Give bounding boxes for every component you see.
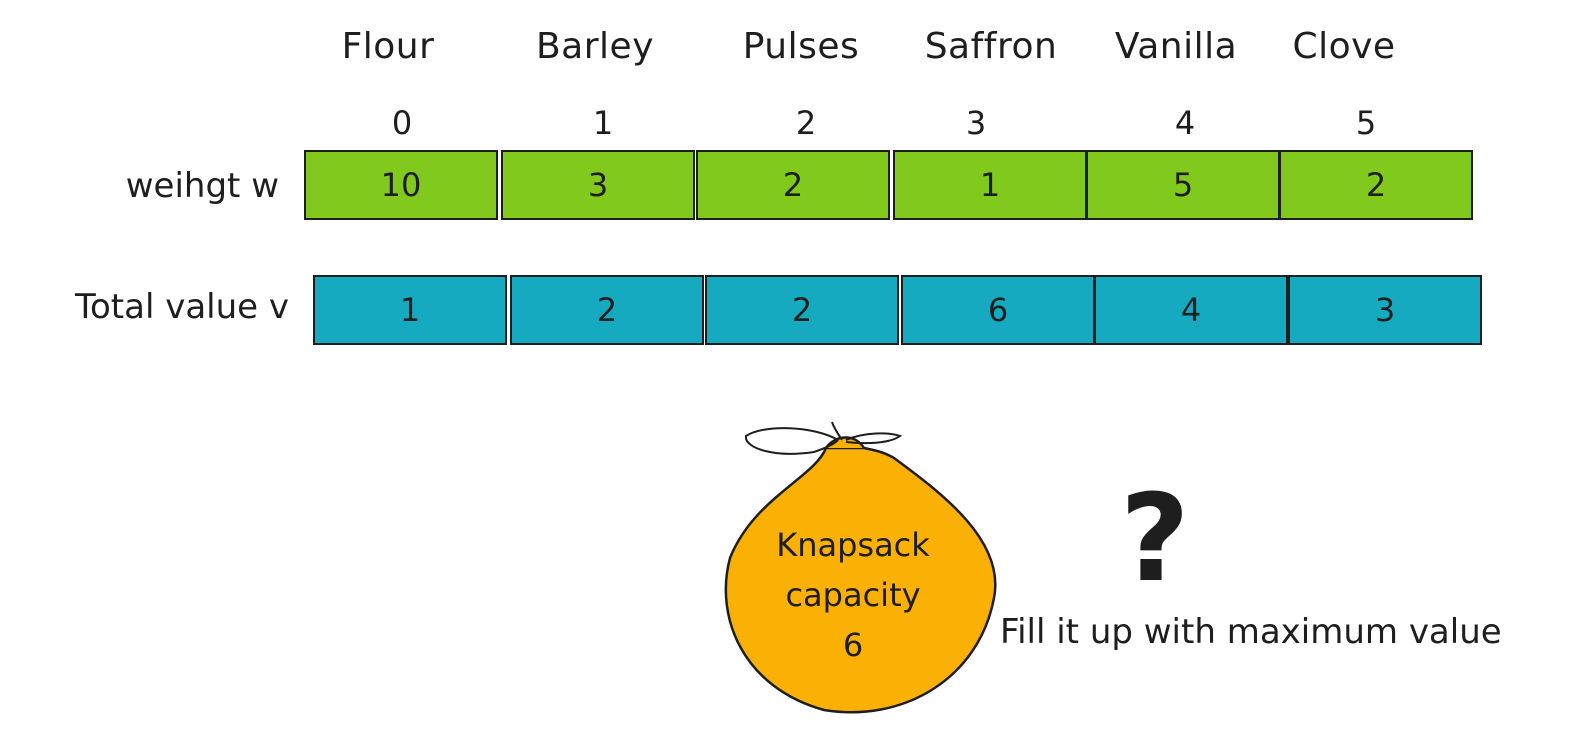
question-mark-icon: ? bbox=[1120, 470, 1190, 609]
item-index-5: 5 bbox=[1355, 104, 1377, 142]
weight-cell-0: 10 bbox=[304, 150, 498, 220]
value-cell-2: 2 bbox=[705, 275, 899, 345]
weight-row-label: weihgt w bbox=[125, 166, 279, 206]
value-cell-3: 6 bbox=[901, 275, 1095, 345]
item-index-0: 0 bbox=[391, 104, 413, 142]
item-name-barley: Barley bbox=[535, 26, 654, 67]
value-row-label: Total value v bbox=[74, 287, 289, 327]
item-name-flour: Flour bbox=[341, 26, 435, 67]
value-cell-4: 4 bbox=[1094, 275, 1288, 345]
item-name-pulses: Pulses bbox=[742, 26, 860, 67]
value-cell-0: 1 bbox=[313, 275, 507, 345]
weight-cell-2: 2 bbox=[696, 150, 890, 220]
weight-cell-1: 3 bbox=[501, 150, 695, 220]
item-index-3: 3 bbox=[965, 104, 987, 142]
weight-cell-5: 2 bbox=[1279, 150, 1473, 220]
item-name-vanilla: Vanilla bbox=[1114, 26, 1238, 67]
knapsack-bag-icon bbox=[724, 421, 997, 714]
item-index-4: 4 bbox=[1174, 104, 1196, 142]
knapsack-label-line2: capacity bbox=[785, 576, 921, 614]
value-cell-1: 2 bbox=[510, 275, 704, 345]
weight-cell-4: 5 bbox=[1086, 150, 1280, 220]
knapsack-label-line1: Knapsack bbox=[776, 526, 930, 564]
item-index-1: 1 bbox=[592, 104, 614, 142]
knapsack-tie-left bbox=[744, 427, 839, 455]
item-name-clove: Clove bbox=[1292, 26, 1396, 67]
knapsack-label: Knapsack capacity 6 bbox=[728, 520, 978, 670]
item-name-saffron: Saffron bbox=[924, 26, 1058, 67]
knapsack-tie-loose bbox=[831, 421, 843, 441]
knapsack-bag-body bbox=[724, 446, 997, 714]
knapsack-capacity-value: 6 bbox=[842, 626, 864, 664]
value-cell-5: 3 bbox=[1288, 275, 1482, 345]
weight-cell-3: 1 bbox=[893, 150, 1087, 220]
item-index-2: 2 bbox=[795, 104, 817, 142]
knapsack-tie-right bbox=[845, 432, 903, 445]
goal-text: Fill it up with maximum value bbox=[1000, 612, 1502, 652]
